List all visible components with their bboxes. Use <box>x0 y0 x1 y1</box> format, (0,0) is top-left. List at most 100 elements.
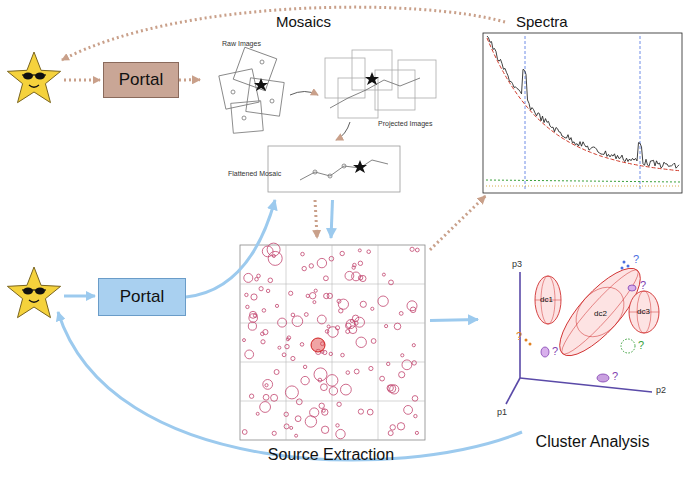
source-circle <box>404 406 413 415</box>
source-circle <box>349 326 357 334</box>
source-circle <box>329 256 334 261</box>
user-star <box>7 52 60 103</box>
source-circle <box>295 416 301 422</box>
source-circle <box>378 296 388 306</box>
source-circle <box>397 423 404 430</box>
projected-image <box>375 70 415 110</box>
source-extraction-panel: Source Extraction <box>232 238 430 474</box>
source-circle <box>341 384 352 395</box>
source-circle <box>412 361 416 365</box>
source-circle <box>322 409 328 415</box>
star-mark <box>365 72 379 85</box>
source-circle <box>360 301 366 307</box>
source-circle <box>410 247 414 251</box>
small-arrow <box>290 92 318 96</box>
source-circle <box>352 315 358 321</box>
source-circle <box>284 412 288 416</box>
dotted-arrow <box>179 78 200 81</box>
source-circle <box>268 251 282 265</box>
source-circle <box>414 414 417 417</box>
source-circle <box>250 311 257 318</box>
source-circle <box>267 243 280 256</box>
source-circle <box>356 337 366 347</box>
source-circle <box>337 402 341 406</box>
flow-arrow <box>430 320 478 321</box>
outlier-blobs <box>525 261 637 383</box>
panel-title: Spectra <box>516 13 568 30</box>
source-circle <box>261 340 265 344</box>
flow-arrow <box>331 200 333 238</box>
source-circle <box>415 248 419 252</box>
flow-arrow <box>186 200 275 297</box>
plot-frame <box>483 33 682 193</box>
source-circle <box>310 293 316 299</box>
source-circle <box>401 354 404 357</box>
small-arrow <box>336 122 350 140</box>
dot <box>270 99 274 103</box>
source-circle <box>382 273 385 276</box>
source-circle <box>244 273 253 282</box>
source-circle <box>354 369 359 374</box>
panel-title: Source Extraction <box>268 446 394 464</box>
source-circle <box>292 316 303 327</box>
source-circle <box>303 365 306 368</box>
highlighted-source <box>311 338 325 352</box>
source-circle <box>271 394 278 401</box>
source-circle <box>326 375 338 387</box>
source-circle <box>301 252 305 256</box>
source-circle <box>340 251 344 255</box>
figure-label: ? <box>552 346 558 357</box>
figure-label: ? <box>612 371 618 382</box>
source-circle <box>399 312 403 316</box>
source-circle <box>399 372 405 378</box>
panel-title: Cluster Analysis <box>536 433 650 451</box>
source-circle <box>322 409 325 412</box>
panel-title: Mosaics <box>276 13 331 30</box>
source-circle <box>389 280 394 285</box>
cluster-mesh <box>535 264 659 361</box>
figure-label: Projected Images <box>378 120 432 127</box>
blue-arrow <box>64 295 95 298</box>
source-circle <box>394 323 401 330</box>
figure-label: dc1 <box>540 296 553 304</box>
source-circle <box>338 299 348 309</box>
star-mark <box>353 160 367 173</box>
source-circle <box>321 426 328 433</box>
source-circle <box>390 425 395 430</box>
source-circle <box>268 278 273 283</box>
figure-label: ? <box>516 331 522 342</box>
source-circle <box>352 272 361 281</box>
dot <box>242 116 246 120</box>
spectra-panel: Spectra <box>468 6 686 196</box>
spectrum-trace <box>487 36 679 168</box>
source-circle <box>285 386 298 399</box>
source-circle <box>272 431 276 435</box>
figure-label: p1 <box>497 408 507 417</box>
source-circle <box>290 426 293 429</box>
raw-image <box>219 69 259 109</box>
raw-image <box>246 78 284 116</box>
figure-label: dc2 <box>594 310 607 318</box>
line-marker <box>525 36 526 190</box>
source-circle <box>346 371 350 375</box>
source-circle <box>245 350 254 359</box>
portal-box: Portal <box>103 62 179 98</box>
figure-label: Flattened Mosaic <box>228 170 281 177</box>
source-circle <box>262 246 273 257</box>
dot <box>260 60 264 64</box>
source-circle <box>265 384 268 387</box>
cluster-analysis-panel: Cluster Analysis <box>478 240 683 455</box>
source-circle <box>261 332 265 336</box>
map-frame <box>240 245 425 440</box>
dot <box>231 90 235 94</box>
figure-label: ? <box>640 280 646 291</box>
source-circle <box>310 408 319 417</box>
source-circle <box>358 261 362 265</box>
source-circle <box>300 343 304 347</box>
source-circle <box>321 384 328 391</box>
source-circle <box>336 429 345 438</box>
source-circle <box>388 431 393 436</box>
source-circle <box>291 356 295 360</box>
box-label: Portal <box>120 287 164 307</box>
source-circle <box>407 301 417 311</box>
